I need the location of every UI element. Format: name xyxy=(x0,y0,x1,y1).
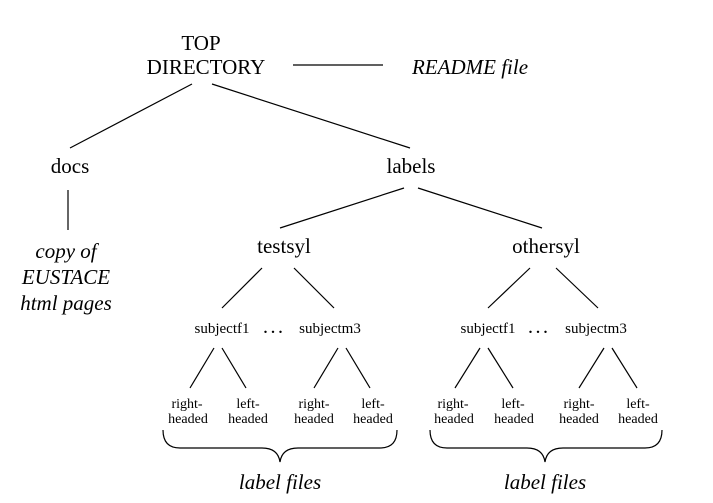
top-directory-label-line2: DIRECTORY xyxy=(147,55,266,79)
connector-t-m3-left xyxy=(345,347,371,389)
othersyl-ellipsis: . . . xyxy=(529,321,548,337)
readme-file-label: README file xyxy=(411,55,528,79)
connector-testsyl-subjectm3 xyxy=(293,267,335,309)
t-m3-right-line2: headed xyxy=(294,412,334,427)
o-m3-left-line2: headed xyxy=(618,412,658,427)
html-pages-label: html pages xyxy=(20,291,112,315)
testsyl-directory-label: testsyl xyxy=(257,234,311,258)
testsyl-subjectm3-label: subjectm3 xyxy=(299,321,361,337)
t-f1-right-line1: right- xyxy=(171,397,202,412)
testsyl-label-files-brace xyxy=(162,429,398,463)
connector-o-f1-left xyxy=(487,347,514,389)
connector-t-f1-left xyxy=(221,347,247,389)
docs-directory-label: docs xyxy=(51,154,90,178)
t-f1-right-line2: headed xyxy=(168,412,208,427)
eustace-label: EUSTACE xyxy=(21,265,110,289)
o-m3-right-line1: right- xyxy=(563,397,594,412)
t-m3-left-line1: left- xyxy=(361,397,385,412)
connector-top-docs xyxy=(69,83,193,149)
o-f1-right-line2: headed xyxy=(434,412,474,427)
o-m3-right-line2: headed xyxy=(559,412,599,427)
testsyl-label-files-label: label files xyxy=(239,470,321,494)
top-directory-label-line1: TOP xyxy=(181,31,220,55)
labels-directory-label: labels xyxy=(387,154,436,178)
connector-labels-othersyl xyxy=(417,187,543,229)
connector-t-m3-right xyxy=(313,347,339,389)
o-f1-left-line2: headed xyxy=(494,412,534,427)
o-m3-left-line1: left- xyxy=(626,397,650,412)
connector-labels-testsyl xyxy=(279,187,405,229)
t-f1-left-line1: left- xyxy=(236,397,260,412)
connector-o-m3-left xyxy=(611,347,638,389)
copy-of-label: copy of xyxy=(35,239,99,263)
testsyl-subjectf1-label: subjectf1 xyxy=(195,321,250,337)
o-f1-right-line1: right- xyxy=(437,397,468,412)
o-f1-left-line1: left- xyxy=(501,397,525,412)
connector-testsyl-subjectf1 xyxy=(221,267,263,309)
t-m3-left-line2: headed xyxy=(353,412,393,427)
othersyl-label-files-brace xyxy=(429,429,663,463)
connector-othersyl-subjectm3 xyxy=(555,267,599,309)
t-m3-right-line1: right- xyxy=(298,397,329,412)
othersyl-label-files-label: label files xyxy=(504,470,586,494)
connector-othersyl-subjectf1 xyxy=(487,267,531,309)
testsyl-ellipsis: . . . xyxy=(264,321,283,337)
othersyl-subjectf1-label: subjectf1 xyxy=(461,321,516,337)
connector-top-labels xyxy=(211,83,411,149)
connector-t-f1-right xyxy=(189,347,215,389)
connector-o-m3-right xyxy=(578,347,605,389)
othersyl-subjectm3-label: subjectm3 xyxy=(565,321,627,337)
t-f1-left-line2: headed xyxy=(228,412,268,427)
othersyl-directory-label: othersyl xyxy=(512,234,580,258)
connector-o-f1-right xyxy=(454,347,481,389)
